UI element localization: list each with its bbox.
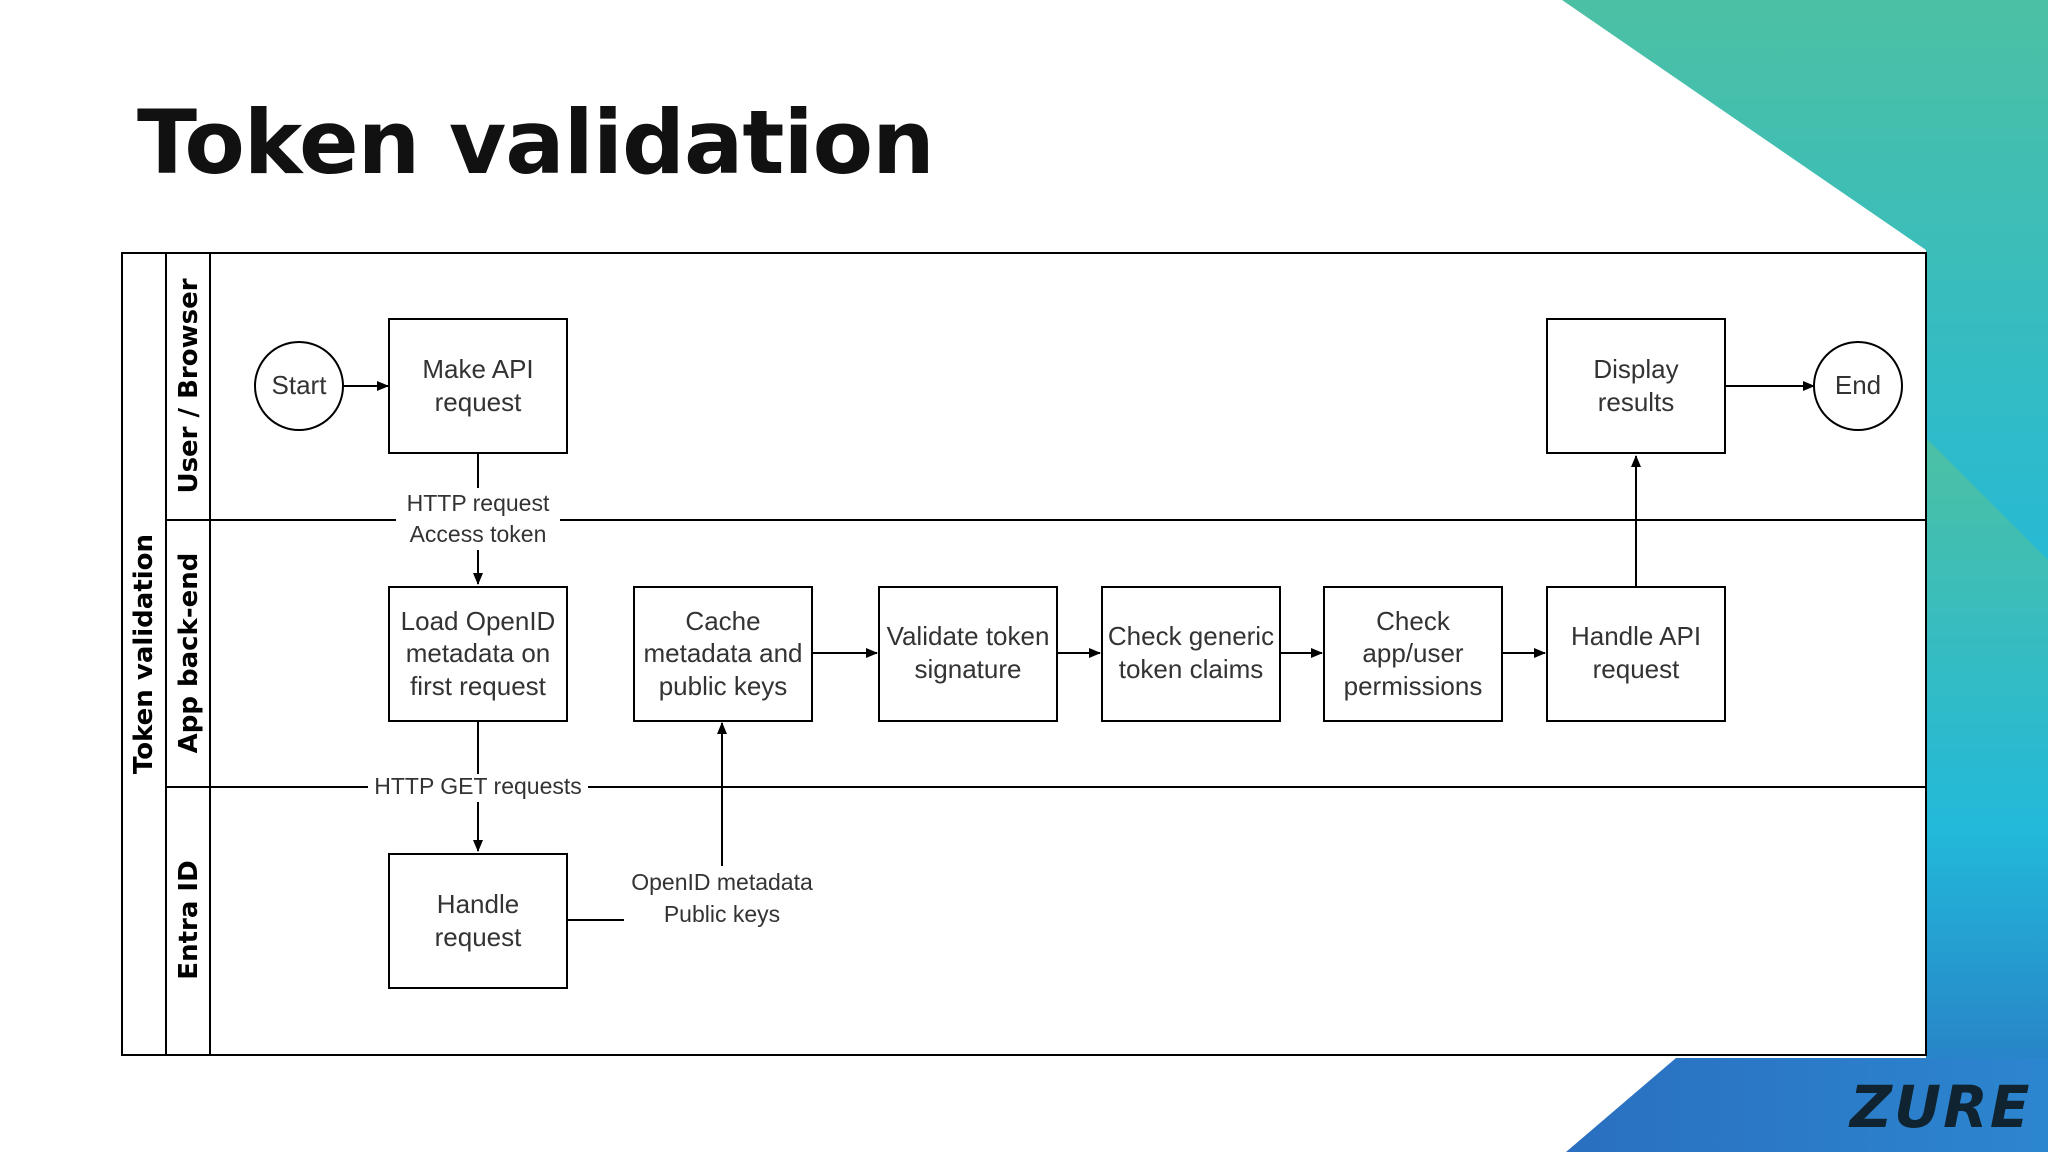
- lane-label-entra-id: Entra ID: [174, 860, 204, 979]
- svg-text:metadata on: metadata on: [406, 638, 551, 668]
- right-accent-shape-lower: [1926, 438, 2048, 1152]
- edge-label-public-keys: Public keys: [664, 901, 780, 927]
- edge-label-http-request: HTTP request: [407, 490, 550, 516]
- node-handle-api-request: Handle API request: [1546, 586, 1726, 722]
- start-event-label: Start: [272, 370, 328, 400]
- slide-title: Token validation: [137, 91, 935, 194]
- node-handle-request: Handle request: [388, 853, 568, 989]
- svg-text:permissions: permissions: [1344, 671, 1483, 701]
- svg-text:Make API: Make API: [422, 354, 533, 384]
- svg-text:Handle API: Handle API: [1571, 621, 1701, 651]
- bottom-accent-shape: [1566, 1058, 2048, 1152]
- svg-text:Handle: Handle: [437, 889, 519, 919]
- node-make-api-request: Make API request: [388, 318, 568, 454]
- edge-label-openid-metadata: OpenID metadata: [631, 869, 813, 895]
- lane-label-user-browser: User / Browser: [174, 278, 204, 493]
- svg-text:request: request: [1593, 654, 1680, 684]
- svg-text:Cache: Cache: [685, 606, 760, 636]
- svg-text:request: request: [435, 922, 522, 952]
- svg-text:signature: signature: [915, 654, 1022, 684]
- zure-logo: ZURE: [1850, 1073, 2032, 1141]
- lane-label-app-backend: App back-end: [174, 553, 204, 754]
- node-check-generic-claims: Check generic token claims: [1101, 586, 1281, 722]
- svg-text:app/user: app/user: [1362, 638, 1464, 668]
- svg-text:results: results: [1598, 387, 1675, 417]
- svg-text:first request: first request: [410, 671, 547, 701]
- svg-text:Validate token: Validate token: [887, 621, 1050, 651]
- node-display-results: Display results: [1546, 318, 1726, 454]
- svg-text:Check: Check: [1376, 606, 1451, 636]
- svg-text:token claims: token claims: [1119, 654, 1264, 684]
- svg-text:public keys: public keys: [659, 671, 788, 701]
- svg-text:Check generic: Check generic: [1108, 621, 1274, 651]
- node-validate-signature: Validate token signature: [878, 586, 1058, 722]
- svg-text:request: request: [435, 387, 522, 417]
- edge-label-access-token: Access token: [410, 521, 547, 547]
- svg-text:Display: Display: [1593, 354, 1678, 384]
- node-cache-metadata: Cache metadata and public keys: [633, 586, 813, 722]
- pool-label: Token validation: [129, 534, 159, 774]
- svg-text:metadata and: metadata and: [643, 638, 802, 668]
- edge-label-http-get: HTTP GET requests: [374, 773, 582, 799]
- end-event-label: End: [1835, 370, 1881, 400]
- end-event: [1813, 341, 1903, 431]
- node-load-openid-metadata: Load OpenID metadata on first request: [388, 586, 568, 722]
- node-check-permissions: Check app/user permissions: [1323, 586, 1503, 722]
- start-event: [254, 341, 344, 431]
- svg-text:Load OpenID: Load OpenID: [401, 606, 556, 636]
